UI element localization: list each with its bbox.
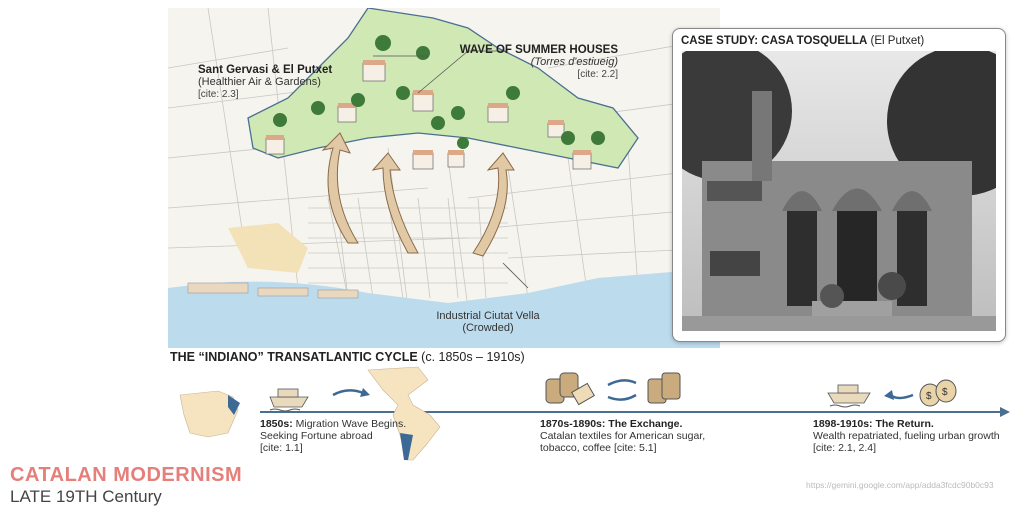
- case-study-title-bold: CASE STUDY: CASA TOSQUELLA: [681, 35, 868, 47]
- summer-houses: [265, 60, 592, 170]
- label-summer-houses: WAVE OF SUMMER HOUSES (Torres d'estiueig…: [460, 44, 618, 81]
- event-date: 1898-1910s: The Return.: [813, 418, 934, 430]
- label-cite: [cite: 2.3]: [198, 89, 239, 100]
- ship-icon: [269, 388, 309, 412]
- event-cite: [cite: 2.1, 2.4]: [813, 442, 877, 454]
- event-body: Catalan textiles for American sugar,: [540, 430, 706, 442]
- spain-map-icon: [179, 390, 240, 438]
- money-bags-icon: $ $: [919, 379, 957, 407]
- source-url: https://gemini.google.com/app/adda3fcdc9…: [806, 480, 994, 490]
- case-study-title-location: (El Putxet): [867, 35, 925, 47]
- event-body: Seeking Fortune abroad: [260, 430, 373, 442]
- svg-text:$: $: [942, 387, 948, 398]
- event-date: 1870s-1890s: The Exchange.: [540, 418, 683, 430]
- park-area: [228, 223, 308, 273]
- migration-arrows: [321, 132, 515, 257]
- label-ciutat-vella: Industrial Ciutat Vella (Crowded): [423, 310, 553, 334]
- timeline-graphic: $ $: [179, 366, 1010, 461]
- label-subtitle: (Healthier Air & Gardens): [198, 76, 321, 88]
- timeline-event-1850s: 1850s: Migration Wave Begins. Seeking Fo…: [260, 418, 406, 454]
- case-study-card: CASE STUDY: CASA TOSQUELLA (El Putxet): [672, 28, 1006, 342]
- case-study-title: CASE STUDY: CASA TOSQUELLA (El Putxet): [681, 35, 924, 47]
- timeline-arrowhead: [1000, 407, 1010, 417]
- port-docks: [187, 282, 359, 299]
- palm-trees: [273, 35, 605, 149]
- label-subtitle: (Torres d'estiueig): [530, 56, 618, 68]
- event-heading: Migration Wave Begins.: [292, 418, 407, 430]
- exchange-arrows-icon: [607, 379, 637, 401]
- slide-title: CATALAN MODERNISM: [10, 464, 243, 486]
- label-subtitle: (Crowded): [462, 322, 514, 334]
- svg-text:$: $: [926, 391, 932, 402]
- slide-subtitle: LATE 19TH Century: [10, 487, 162, 506]
- label-title: Industrial Ciutat Vella: [436, 310, 540, 322]
- label-title: Sant Gervasi & El Putxet: [198, 64, 333, 76]
- event-cite: [cite: 1.1]: [260, 442, 303, 454]
- timeline-title-dates: (c. 1850s – 1910s): [417, 350, 525, 364]
- timeline-event-return: 1898-1910s: The Return. Wealth repatriat…: [813, 418, 1000, 454]
- event-date: 1850s:: [260, 418, 293, 430]
- label-sant-gervasi: Sant Gervasi & El Putxet (Healthier Air …: [198, 64, 332, 101]
- arrow-icon: [332, 389, 364, 397]
- timeline-title: THE “INDIANO” TRANSATLANTIC CYCLE (c. 18…: [170, 350, 525, 364]
- event-body-continued: tobacco, coffee [cite: 5.1]: [540, 442, 657, 454]
- timeline-title-bold: THE “INDIANO” TRANSATLANTIC CYCLE: [170, 350, 418, 364]
- americas-map-icon: [367, 366, 441, 461]
- coffee-sacks-icon: [647, 372, 681, 404]
- casa-tosquella-photo: [682, 51, 996, 331]
- timeline-event-exchange: 1870s-1890s: The Exchange. Catalan texti…: [540, 418, 705, 454]
- map-illustration: [167, 7, 721, 348]
- label-cite: [cite: 2.2]: [577, 69, 618, 80]
- return-ship-icon: [827, 384, 871, 408]
- label-title: WAVE OF SUMMER HOUSES: [459, 44, 618, 56]
- event-body: Wealth repatriated, fueling urban growth: [813, 430, 1000, 442]
- barrels-and-textiles-icon: [545, 372, 595, 406]
- barcelona-map: Sant Gervasi & El Putxet (Healthier Air …: [167, 7, 721, 348]
